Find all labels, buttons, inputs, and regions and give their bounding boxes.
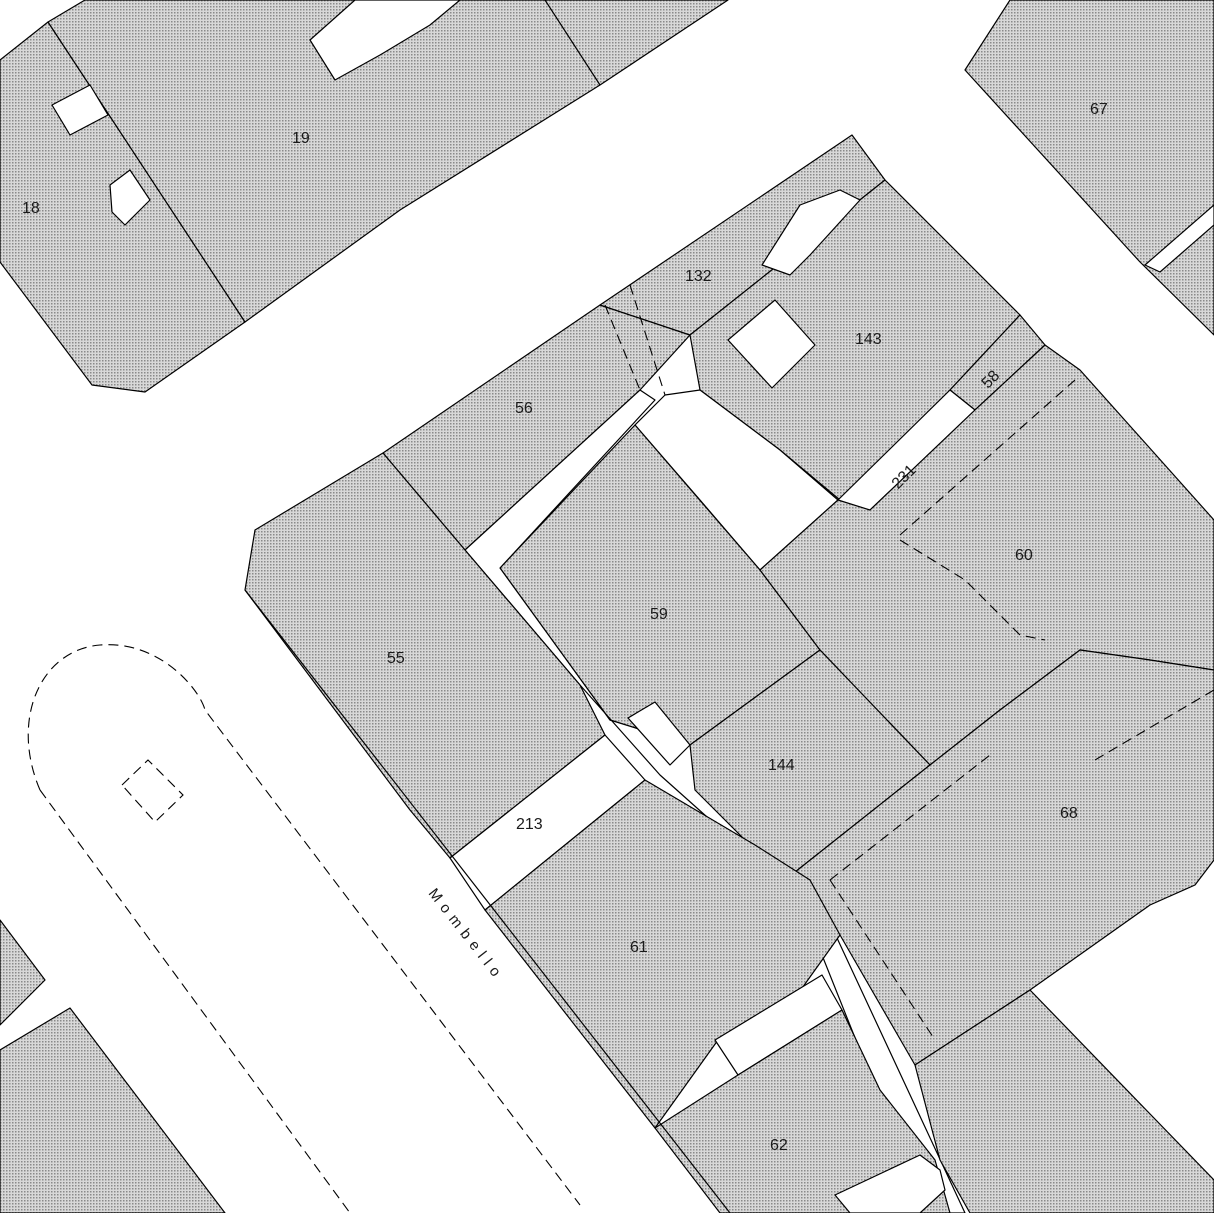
block-bottom-left: [0, 919, 226, 1213]
parcel-61[interactable]: [484, 779, 841, 1129]
label-132: 132: [685, 268, 712, 285]
courtyard-19-a: [309, 0, 461, 81]
parcel-68[interactable]: [784, 649, 1214, 1066]
courtyard-67: [1144, 204, 1214, 273]
courtyard-143-b: [727, 299, 816, 389]
parcel-62[interactable]: [654, 1009, 951, 1213]
dashed-features: [27, 284, 1214, 1213]
label-19: 19: [292, 130, 310, 147]
label-68: 68: [1060, 805, 1078, 822]
courtyard-18-b: [109, 169, 151, 226]
parcel-67[interactable]: [964, 0, 1214, 336]
monument-square: [121, 759, 184, 823]
courtyard-143: [761, 189, 861, 276]
label-213: 213: [516, 816, 543, 833]
label-62: 62: [770, 1137, 788, 1154]
label-67: 67: [1090, 101, 1108, 118]
courtyard-18-a: [51, 84, 109, 136]
block-central: [382, 134, 1214, 1213]
label-143: 143: [855, 331, 882, 348]
label-56: 56: [515, 400, 533, 417]
plaza-outline: [27, 644, 581, 1206]
parcel-bottom-left-a[interactable]: [0, 919, 46, 1026]
label-59: 59: [650, 606, 668, 623]
block-west: [244, 452, 1214, 1213]
parcel-east-lower[interactable]: [914, 989, 1214, 1213]
parcel-labels: 18 19 67 132 143 56 58 231 59 60 55 144 …: [22, 101, 1108, 1154]
label-18: 18: [22, 200, 40, 217]
label-61: 61: [630, 939, 648, 956]
parcel-bottom-left-b[interactable]: [0, 1007, 226, 1213]
label-144: 144: [768, 757, 795, 774]
block-top-left: [0, 0, 729, 393]
block-top-right: [964, 0, 1214, 336]
label-55: 55: [387, 650, 405, 667]
courtyard-144: [627, 701, 691, 766]
courtyard-62: [834, 1154, 946, 1213]
parcel-55[interactable]: [244, 452, 606, 859]
label-60: 60: [1015, 547, 1033, 564]
